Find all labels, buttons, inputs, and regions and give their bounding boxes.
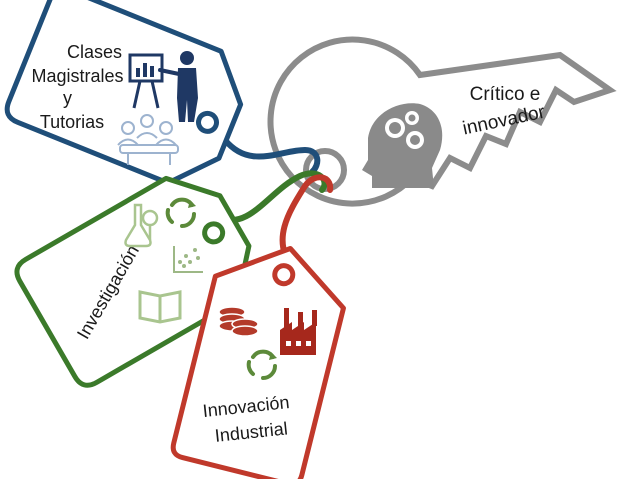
tag-clases-content: Clases Magistrales y Tutorias — [31, 42, 198, 165]
factory-icon — [280, 308, 317, 355]
tag-investigacion-body — [14, 175, 252, 388]
head-gears-icon — [362, 103, 443, 188]
scatter-plot-icon — [173, 246, 203, 273]
lab-flask-icon — [124, 203, 159, 248]
tag-clases-label: Clases Magistrales y Tutorias — [31, 42, 128, 132]
tag-investigacion — [14, 175, 252, 388]
tag-clases-line-4: Tutorias — [40, 112, 104, 132]
recycle-icon — [165, 197, 196, 228]
coins-stack-icon — [218, 306, 259, 337]
tag-strings — [217, 137, 334, 271]
tag-innovacion — [170, 245, 346, 479]
tag-clases-line-1: Clases — [67, 42, 122, 62]
meeting-table-icon — [117, 114, 179, 165]
tag-clases-body — [4, 0, 244, 186]
tag-clases — [4, 0, 244, 186]
string-clases — [222, 137, 321, 175]
tag-clases-line-2: Magistrales — [31, 66, 123, 86]
tag-investigacion-hole — [202, 221, 226, 245]
tag-clases-line-3: y — [63, 88, 72, 108]
tag-innovacion-body — [170, 245, 346, 479]
key-label: Crítico e — [470, 84, 541, 105]
tag-innovacion-hole — [272, 263, 296, 287]
key-label-line-1: Crítico e — [470, 84, 541, 105]
string-innovacion — [279, 174, 334, 271]
tag-clases-hole — [196, 110, 220, 134]
open-book-icon — [138, 290, 182, 324]
presentation-board-icon — [128, 51, 198, 122]
recycle-icon — [246, 349, 277, 380]
